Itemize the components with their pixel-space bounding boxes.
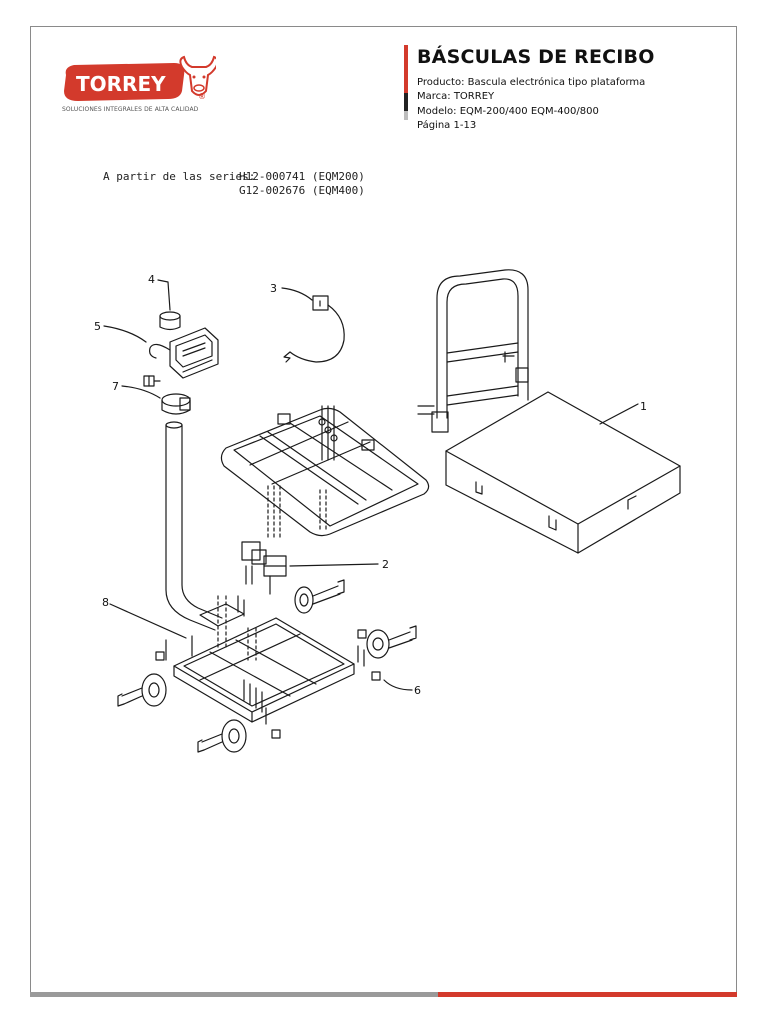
bull-icon: [179, 55, 216, 96]
callouts: 1 2 3 4 5 6 7 8: [94, 273, 647, 697]
wheel-assembly: [117, 579, 417, 753]
series-intro: A partir de las series:: [103, 170, 256, 183]
callout-7: 7: [112, 380, 119, 393]
document-title: BÁSCULAS DE RECIBO: [417, 46, 655, 68]
cable-connector: [283, 295, 345, 363]
registered-mark: ®: [198, 92, 206, 101]
callout-3: 3: [270, 282, 277, 295]
brand-name: TORREY: [76, 72, 166, 96]
header-accent-black: [404, 93, 408, 111]
model-line: Modelo: EQM-200/400 EQM-400/800: [417, 106, 599, 117]
footer-bar: [30, 992, 737, 997]
product-line: Producto: Bascula electrónica tipo plata…: [417, 77, 646, 88]
callout-6: 6: [414, 684, 421, 697]
footer-accent-bar: [438, 992, 737, 997]
series-line-1: H12-000741 (EQM200): [239, 170, 365, 183]
indicator-head: [143, 311, 219, 387]
load-frame: [220, 405, 430, 541]
callout-5: 5: [94, 320, 101, 333]
column-assembly: [161, 393, 245, 631]
callout-1: 1: [640, 400, 647, 413]
brand-line: Marca: TORREY: [417, 91, 495, 102]
torrey-logo: TORREY ®: [64, 55, 216, 101]
header-accent-gray: [404, 111, 408, 120]
base-frame: [173, 595, 355, 723]
callout-4: 4: [148, 273, 155, 286]
brand-tagline: SOLUCIONES INTEGRALES DE ALTA CALIDAD: [62, 106, 199, 113]
platform-assembly: [417, 269, 681, 554]
callout-8: 8: [102, 596, 109, 609]
page-line: Página 1-13: [417, 120, 477, 131]
exploded-view-diagram: 1 2 3 4 5 6 7 8: [94, 269, 681, 753]
load-cell: [241, 541, 287, 595]
callout-2: 2: [382, 558, 389, 571]
series-line-2: G12-002676 (EQM400): [239, 184, 365, 197]
header-accent-red: [404, 45, 408, 93]
